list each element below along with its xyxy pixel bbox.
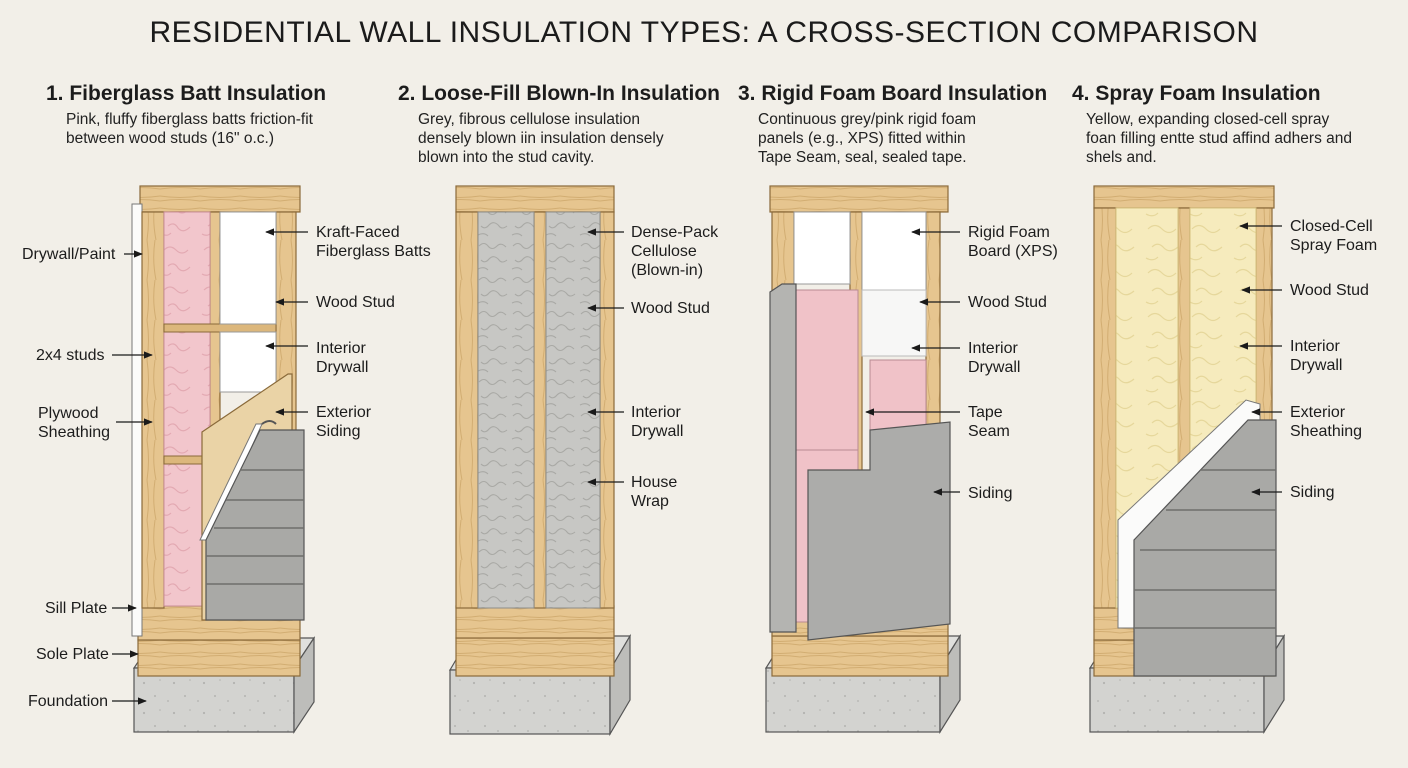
label-p3-interior-drywall: Interior Drywall	[968, 340, 1021, 376]
label-closed-cell-spray-foam: Closed-Cell Spray Foam	[1290, 218, 1378, 254]
panel-2-title: 2. Loose-Fill Blown-In Insulation	[398, 82, 720, 105]
panel-4-description: Yellow, expanding closed-cell spray foan…	[1086, 111, 1352, 166]
label-p2-wood-stud: Wood Stud	[631, 300, 710, 317]
label-2x4-studs: 2x4 studs	[36, 347, 105, 364]
panel-3-description: Continuous grey/pink rigid foam panels (…	[758, 111, 976, 166]
label-p3-siding: Siding	[968, 485, 1013, 502]
page-title: RESIDENTIAL WALL INSULATION TYPES: A CRO…	[149, 16, 1259, 49]
label-sill-plate: Sill Plate	[45, 600, 108, 617]
label-p4-siding: Siding	[1290, 484, 1335, 501]
label-p1-wood-stud: Wood Stud	[316, 294, 395, 311]
label-dense-pack-cellulose: Dense-Pack Cellulose (Blown-in)	[631, 224, 719, 279]
label-p1-exterior-siding: Exterior Siding	[316, 404, 372, 440]
panel-1-description: Pink, fluffy fiberglass batts friction-f…	[66, 111, 313, 147]
label-p2-interior-drywall: Interior Drywall	[631, 404, 684, 440]
panel-4-title: 4. Spray Foam Insulation	[1072, 82, 1321, 105]
label-foundation: Foundation	[28, 693, 109, 710]
panel-4-wall	[1088, 185, 1286, 735]
panel-1-wall	[131, 185, 316, 734]
leader-arrows	[112, 222, 1282, 705]
label-rigid-foam-board: Rigid Foam Board (XPS)	[968, 224, 1058, 260]
label-kraft-faced-batts: Kraft-Faced Fiberglass Batts	[316, 224, 431, 260]
panel-2-description: Grey, fibrous cellulose insulation dense…	[418, 111, 664, 166]
label-exterior-sheathing: Exterior Sheathing	[1290, 404, 1363, 440]
label-p4-wood-stud: Wood Stud	[1290, 282, 1369, 299]
label-house-wrap: House Wrap	[631, 474, 678, 510]
label-p4-interior-drywall: Interior Drywall	[1290, 338, 1343, 374]
label-tape-seam: Tape Seam	[968, 404, 1010, 440]
panel-3-title: 3. Rigid Foam Board Insulation	[738, 82, 1048, 105]
panel-2-wall	[448, 185, 632, 737]
label-sole-plate: Sole Plate	[36, 646, 109, 663]
label-plywood-sheathing: Plywood Sheathing	[38, 405, 111, 441]
panel-1-title: 1. Fiberglass Batt Insulation	[46, 82, 327, 105]
label-p3-wood-stud: Wood Stud	[968, 294, 1047, 311]
label-p1-interior-drywall: Interior Drywall	[316, 340, 369, 376]
label-drywall-paint: Drywall/Paint	[22, 246, 116, 263]
panel-3-wall	[764, 185, 962, 735]
